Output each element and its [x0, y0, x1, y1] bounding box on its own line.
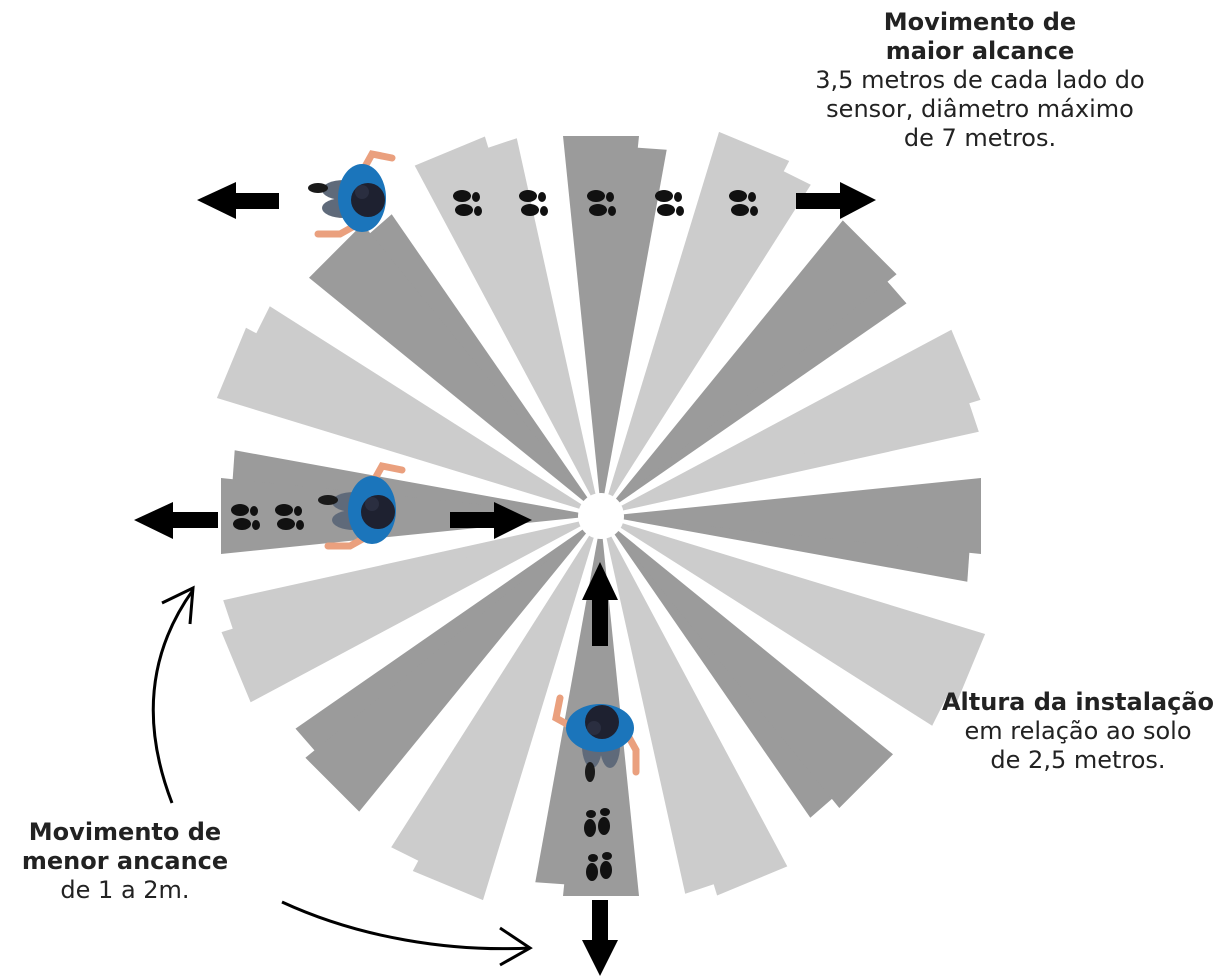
top-walker	[197, 154, 876, 234]
ray-wedge	[606, 329, 981, 514]
walking-person-icon	[308, 154, 392, 234]
ray-wedge	[603, 521, 788, 896]
install-height-label: Altura da instalação em relação ao solo …	[925, 688, 1231, 775]
direction-arrow-icon	[796, 182, 876, 219]
max-reach-title-line1: Movimento de	[883, 8, 1077, 36]
direction-arrow-icon	[450, 502, 532, 539]
ray-wedge	[221, 478, 595, 554]
max-reach-desc-line1: 3,5 metros de cada lado do	[815, 66, 1145, 94]
direction-arrow-icon	[582, 562, 618, 646]
ray-wedge	[221, 518, 596, 703]
ray-wedge	[305, 520, 597, 812]
curved-arrow-icon	[151, 585, 195, 804]
bottom-walker	[556, 562, 636, 976]
install-height-desc-line1: em relação ao solo	[964, 717, 1192, 745]
middle-walker	[134, 466, 532, 546]
max-reach-desc-line3: de 7 metros.	[903, 124, 1057, 152]
install-height-desc-line2: de 2,5 metros.	[990, 746, 1166, 774]
max-reach-title-line2: maior alcance	[885, 37, 1075, 65]
min-reach-title-line1: Movimento de	[28, 818, 222, 846]
ray-wedge	[309, 224, 597, 512]
min-reach-desc: de 1 a 2m.	[60, 876, 190, 904]
ray-wedge	[216, 327, 596, 514]
ray-wedge	[414, 136, 599, 511]
direction-arrow-icon	[134, 502, 218, 539]
ray-wedge	[603, 131, 790, 511]
ray-shadow-wedge	[234, 306, 596, 514]
min-reach-title-line2: menor ancance	[21, 847, 229, 875]
min-reach-label: Movimento de menor ancance de 1 a 2m.	[0, 818, 250, 905]
sensor-detection-rays	[216, 131, 986, 901]
direction-arrow-icon	[197, 182, 279, 219]
ray-wedge	[607, 478, 981, 554]
ray-shadow-wedge	[606, 518, 968, 726]
ray-shadow-wedge	[391, 521, 599, 883]
ray-wedge	[605, 220, 897, 512]
sensor-circle-icon	[578, 493, 624, 539]
curved-arrow-icon	[281, 900, 533, 967]
ray-wedge	[412, 521, 599, 901]
ray-wedge	[563, 136, 639, 510]
ray-wedge	[605, 520, 893, 808]
install-height-title: Altura da instalação	[941, 688, 1215, 716]
max-reach-label: Movimento de maior alcance 3,5 metros de…	[780, 8, 1180, 153]
ray-wedge	[606, 518, 986, 705]
ray-shadow-wedge	[603, 149, 811, 511]
direction-arrow-icon	[582, 900, 618, 976]
max-reach-desc-line2: sensor, diâmetro máximo	[826, 95, 1134, 123]
